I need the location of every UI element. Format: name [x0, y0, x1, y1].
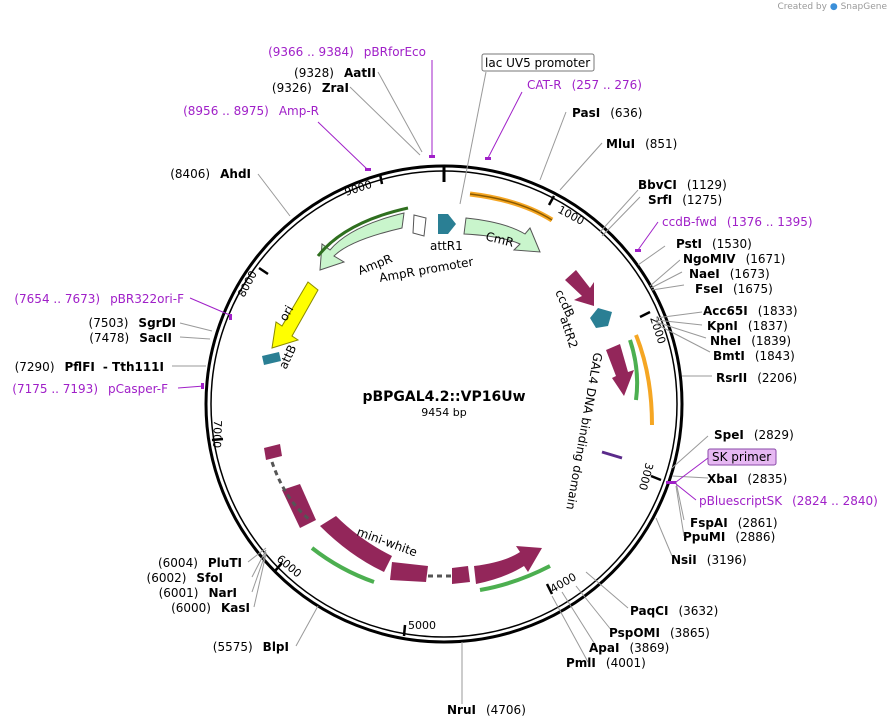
- attr1-label: attR1: [430, 239, 463, 253]
- primer-skprimer: SK primer: [712, 450, 771, 464]
- enzyme-blpi: (5575)BlpI: [213, 640, 289, 654]
- enzyme-fspai: FspAI(2861): [690, 516, 778, 530]
- enzyme-kpni: KpnI(1837): [707, 319, 788, 333]
- primer-pbrforeco: (9366 .. 9384)pBRforEco: [268, 45, 426, 59]
- ampr-arrow: [319, 212, 405, 271]
- enzyme-nsii: NsiI(3196): [671, 553, 747, 567]
- mini-white-green-line-right: [479, 564, 551, 592]
- ori-label: ori: [276, 303, 296, 324]
- attr2-label: attR2: [557, 315, 580, 350]
- gal4-green-line: [628, 339, 640, 401]
- ampr-promoter-box: [412, 214, 427, 237]
- lac-uv5-box: [481, 53, 595, 72]
- enzyme-rsrii: RsrII(2206): [716, 371, 797, 385]
- credit-brand: SnapGene: [840, 2, 887, 12]
- primer-ampr: (8956 .. 8975)Amp-R: [183, 104, 319, 118]
- enzyme-xbai: XbaI(2835): [707, 472, 787, 486]
- enzyme-bbvci: BbvCI(1129): [638, 178, 727, 192]
- enzyme-apai: ApaI(3869): [589, 641, 669, 655]
- lac-uv5-label: lac UV5 promoter: [485, 56, 590, 70]
- primer-ccdbfwd: ccdB-fwd(1376 .. 1395): [662, 215, 813, 229]
- enzyme-pasi: PasI(636): [572, 106, 642, 120]
- primer-pbluescript: pBluescriptSK(2824 .. 2840): [699, 494, 878, 508]
- gal4-label: GAL4 DNA binding domain: [563, 351, 604, 510]
- enzyme-acc65i: Acc65I(1833): [703, 304, 798, 318]
- enzyme-pluti: (6004)PluTI: [158, 556, 242, 570]
- mini-white-green-line-left: [310, 546, 375, 584]
- enzyme-labels: PasI(636) MluI(851) BbvCI(1129) SrfI(127…: [15, 66, 798, 717]
- enzyme-ngomiv: NgoMIV(1671): [683, 252, 785, 266]
- enzyme-sgrdi: (7503)SgrDI: [89, 316, 176, 330]
- tick-3000: 3000: [636, 461, 656, 491]
- enzyme-paqci: PaqCI(3632): [630, 604, 718, 618]
- attb-label: attB: [276, 343, 299, 372]
- enzyme-ahdi: (8406)AhdI: [170, 167, 251, 181]
- enzyme-nrui: NruI(4706): [447, 703, 526, 717]
- primer-pcasper: (7175 .. 7193)pCasper-F: [12, 382, 168, 396]
- enzyme-kasi: (6000)KasI: [171, 601, 250, 615]
- enzyme-pmli: PmlI(4001): [566, 656, 646, 670]
- mini-white-feature: [264, 444, 542, 584]
- orange-feature-line: [469, 193, 553, 221]
- primer-pbr322: (7654 .. 7673)pBR322ori-F: [14, 292, 184, 306]
- enzyme-bmti: BmtI(1843): [713, 349, 795, 363]
- enzyme-nari: (6001)NarI: [159, 586, 237, 600]
- enzyme-pflfi: (7290)PflFI- Tth111I: [15, 360, 164, 374]
- primer-leader-lines: [177, 60, 709, 501]
- leader-lines: [172, 71, 712, 704]
- enzyme-zrai: (9326)ZraI: [272, 81, 349, 95]
- enzyme-pspomi: PspOMI(3865): [609, 626, 710, 640]
- orange-feature-arc: [469, 191, 554, 223]
- plasmid-name: pBPGAL4.2::VP16Uw: [362, 389, 525, 405]
- ampr-promoter-label: AmpR promoter: [378, 255, 474, 285]
- sk-primer-arrow: [601, 450, 623, 460]
- plasmid-size: 9454 bp: [421, 406, 466, 419]
- tick-7000: 7000: [210, 420, 224, 448]
- tick-4000: 4000: [548, 570, 579, 595]
- enzyme-fsei: FseI(1675): [695, 282, 773, 296]
- enzyme-aatii: (9328)AatII: [294, 66, 376, 80]
- cmr-label: CmR: [484, 229, 515, 249]
- cmr-arrow: [463, 217, 541, 253]
- enzyme-psti: PstI(1530): [676, 237, 752, 251]
- attr2-arrow: [590, 308, 612, 328]
- enzyme-sfoi: (6002)SfoI: [147, 571, 223, 585]
- ampr-green-line: [316, 206, 409, 257]
- tick-9000: 9000: [343, 178, 374, 199]
- snapgene-credit: Created by ● SnapGene: [777, 2, 887, 12]
- attb-box: [262, 352, 281, 365]
- enzyme-nhei: NheI(1839): [710, 334, 791, 348]
- ccdb-label: ccdB: [552, 287, 577, 319]
- credit-prefix: Created by: [777, 2, 827, 12]
- gal4-arrow: [606, 344, 634, 396]
- ori-arrow: [271, 281, 319, 349]
- attr1-arrow: [438, 214, 456, 234]
- ccdb-arrow: [565, 270, 594, 306]
- enzyme-mlui: MluI(851): [606, 137, 677, 151]
- tick-1000: 1000: [556, 203, 587, 228]
- snapgene-logo-icon: ●: [829, 2, 838, 12]
- enzyme-ppumi: PpuMI(2886): [683, 530, 775, 544]
- primer-labels: (9366 .. 9384)pBRforEco (8956 .. 8975)Am…: [12, 45, 878, 508]
- tick-5000: 5000: [408, 619, 436, 632]
- primer-catr: CAT-R(257 .. 276): [527, 78, 642, 92]
- enzyme-srfi: SrfI(1275): [648, 193, 722, 207]
- tick-marks: [211, 173, 662, 637]
- enzyme-naei: NaeI(1673): [689, 267, 770, 281]
- primer-marks: [201, 155, 676, 484]
- gal4-orange-arc: [634, 334, 654, 426]
- enzyme-sacii: (7478)SacII: [89, 331, 172, 345]
- enzyme-spei: SpeI(2829): [714, 428, 794, 442]
- sk-primer-box: [707, 448, 777, 466]
